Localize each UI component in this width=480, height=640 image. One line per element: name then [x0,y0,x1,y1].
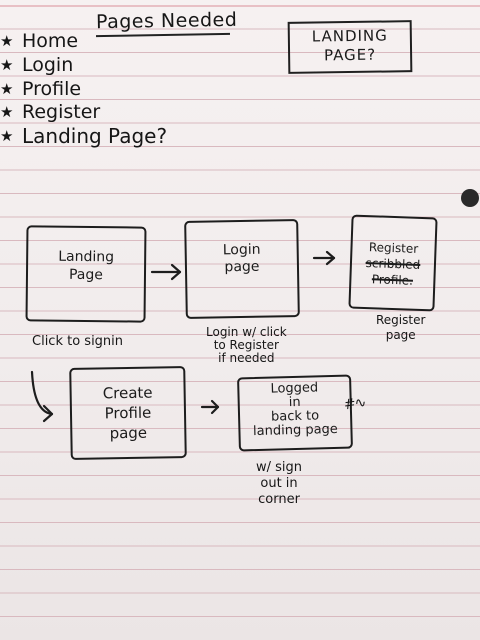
struck-text: scribbled [365,256,421,272]
flow-box-register: Register scribbled Profile. [348,214,438,312]
page-title: Pages Needed [95,8,238,34]
arrow-landing-to-login [150,263,182,281]
corner-box-line-2: PAGE? [323,45,377,65]
list-item-home: ★ Home [0,30,78,52]
flow-box-line: Profile [104,403,152,423]
flow-box-landing-page: Landing Page [25,225,147,323]
flow-box-logged-in: Logged in back to landing page [237,374,353,452]
list-item-login: ★ Login [0,54,73,76]
flow-box-line: page [224,258,260,276]
landing-page-question-box: LANDING PAGE? [287,20,413,74]
list-item-label: Home [22,30,79,52]
note-line: w/ sign [256,460,303,475]
star-icon: ★ [0,103,14,121]
list-item-label: Landing Page? [22,124,168,148]
note-line: to Register [213,338,279,352]
list-item-label: Login [22,54,74,76]
landing-note: Click to signin [32,334,124,349]
note-line: Login w/ click [206,325,287,339]
register-note: Register page [376,313,425,343]
flow-box-line: page [109,423,148,443]
note-line: if needed [218,351,275,365]
note-line: out in [260,476,298,491]
list-item-label: Profile [22,78,82,100]
list-item-profile: ★ Profile [0,78,81,100]
flow-box-line: Landing [58,248,115,266]
star-icon: ★ [0,56,14,74]
arrow-login-to-register [312,250,336,266]
scribble-mark: #∿ [342,394,367,414]
login-note: Login w/ click to Register if needed [206,326,287,365]
note-line: page [385,328,416,342]
flow-box-create-profile: Create Profile page [69,365,187,461]
struck-text: Profile. [371,272,414,288]
list-item-landing-page: ★ Landing Page? [0,125,167,147]
note-line: corner [258,492,300,507]
flow-box-line: Page [68,266,104,284]
corner-box-line-1: LANDING [311,26,388,46]
star-icon: ★ [0,127,14,145]
star-icon: ★ [0,80,14,98]
flow-box-line: Create [102,383,153,403]
flow-box-login-page: Login page [184,219,300,319]
arrow-down-to-create-profile [30,370,54,423]
binder-hole [461,189,479,207]
flow-box-line: Login [222,241,261,259]
logged-note: w/ sign out in corner [256,460,302,508]
flow-box-line: landing page [252,421,339,440]
list-item-label: Register [22,101,101,123]
arrow-create-to-logged [200,399,220,415]
list-item-register: ★ Register [0,101,100,123]
star-icon: ★ [0,32,14,50]
note-line: Register [376,313,426,327]
